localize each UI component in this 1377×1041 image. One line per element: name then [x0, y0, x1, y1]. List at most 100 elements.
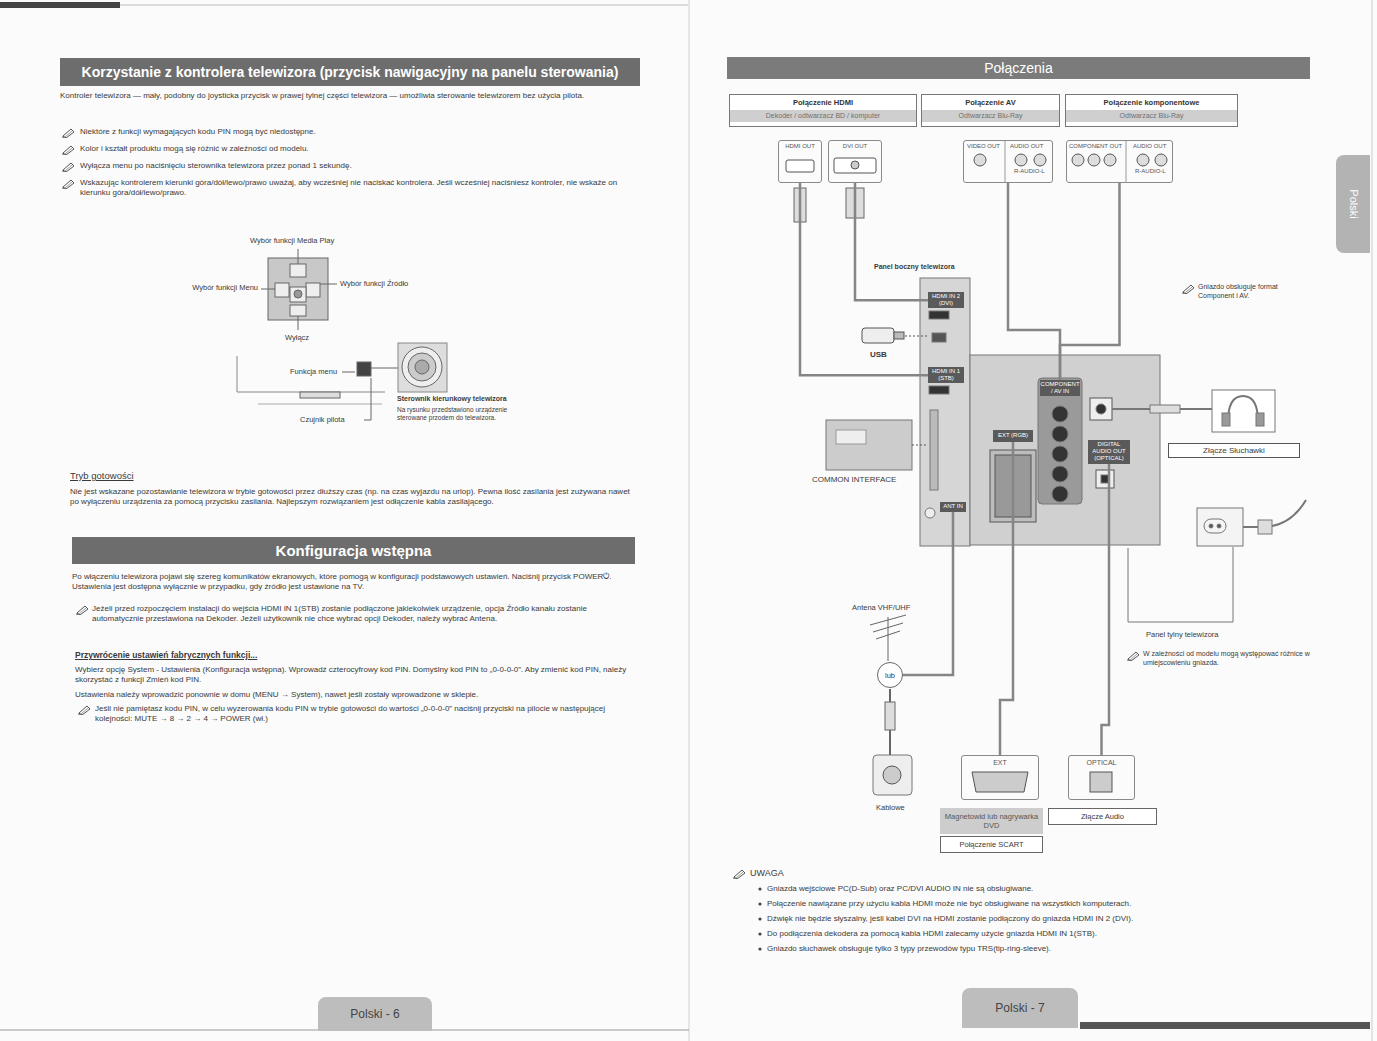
device-port: OPTICAL	[1068, 755, 1135, 800]
device-port: VIDEO OUTAUDIO OUTR-AUDIO-L	[963, 140, 1053, 183]
part-label: USB	[870, 350, 900, 360]
node-text: HDMI OUT	[779, 141, 821, 152]
controller-illustration	[342, 372, 355, 373]
node-text: Magnetowid lub nagrywarka DVD	[943, 812, 1040, 830]
page-edge	[0, 2, 120, 8]
callout-label: Wybór funkcji Media Play	[250, 236, 360, 245]
device-connectors	[1088, 154, 1100, 166]
part-label: COMMON INTERFACE	[812, 475, 912, 485]
controller-illustration	[298, 249, 299, 264]
node-text: R-AUDIO-L	[1135, 168, 1166, 175]
device-connectors	[974, 154, 986, 166]
headphones	[1228, 396, 1258, 422]
tv-port-label: COMPONENT / AV IN	[1040, 380, 1080, 396]
note-icon	[63, 129, 74, 138]
subheading: Tryb gotowości	[70, 470, 190, 482]
power-socket	[1209, 524, 1213, 528]
controller-illustration	[364, 378, 371, 420]
device-connectors	[1090, 772, 1112, 792]
tv-port-label: DIGITAL AUDIO OUT (OPTICAL)	[1088, 440, 1130, 464]
note-text: Gniazdo obsługuje format Component i AV.	[1198, 283, 1298, 301]
headphones	[1150, 405, 1180, 413]
callout-label: Wyłącz	[285, 333, 325, 342]
usb-and-ci-card	[862, 328, 894, 343]
note-heading: UWAGA	[750, 868, 810, 879]
cable	[1008, 183, 1060, 380]
note-text: Wskazując kontrolerem kierunki góra/dół/…	[80, 178, 635, 198]
device-caption: Magnetowid lub nagrywarka DVD	[940, 808, 1043, 834]
part-label: Panel tylny telewizora	[1146, 630, 1256, 639]
cable	[903, 512, 953, 675]
body-text: Nie jest wskazane pozostawianie telewizo…	[70, 487, 635, 507]
caption-box: Złącze Słuchawki	[1168, 443, 1300, 458]
headphones	[1212, 390, 1275, 432]
note-icon	[63, 129, 1194, 879]
tv-panel	[929, 311, 949, 319]
node-text: Korzystanie z kontrolera telewizora (prz…	[82, 64, 619, 81]
node-text: Polski - 7	[995, 1001, 1044, 1015]
tv-panel	[1090, 398, 1112, 420]
node-text: lub	[885, 671, 895, 680]
device-connectors	[1015, 154, 1027, 166]
note-icon	[1183, 285, 1194, 294]
connection-header: Połączenie komponentoweOdtwarzacz Blu-Ra…	[1065, 94, 1238, 127]
note-icon	[77, 606, 88, 615]
usb-and-ci-card	[894, 332, 904, 339]
device-connectors	[786, 160, 814, 172]
power-socket	[1243, 500, 1306, 527]
node-text: Złącze Słuchawki	[1203, 446, 1265, 456]
controller-illustration	[268, 258, 328, 320]
bullet-dot	[758, 887, 761, 890]
power-socket	[1128, 500, 1306, 622]
note-text: Wyłącza menu po naciśnięciu sterownika t…	[80, 161, 635, 171]
page-edge	[1372, 0, 1373, 1041]
bullet-dot	[758, 902, 761, 905]
note-text: Jeżeli przed rozpoczęciem instalacji do …	[92, 604, 637, 624]
tv-port-label: HDMI IN 2 (DVI)	[928, 292, 964, 308]
cable	[800, 183, 928, 375]
page-edge	[689, 0, 690, 1041]
device-caption: Złącze Audio	[1048, 808, 1157, 825]
usb-and-ci-card	[905, 336, 928, 337]
controller-illustration	[402, 347, 442, 387]
controller-illustration	[300, 392, 340, 398]
antenna	[885, 702, 895, 730]
node-text: Połączenie HDMI	[730, 95, 916, 110]
node-text: Polski	[1346, 189, 1359, 218]
antenna	[888, 617, 889, 661]
node-text: AUDIO OUT	[1133, 143, 1166, 150]
language-tab: Polski	[1336, 155, 1370, 253]
device-port: COMPONENT OUT AUDIO OUT R-AUDIO-L	[1066, 140, 1173, 183]
tv-port-label: ANT IN	[940, 502, 966, 512]
node-text: Połączenia	[984, 60, 1053, 77]
controller-illustration	[306, 283, 320, 297]
note-item: Gniazdo słuchawek obsługuje tylko 3 typy…	[767, 944, 1327, 954]
part-label: Kablowe	[876, 803, 921, 812]
callout-label: Czujnik pilota	[300, 415, 362, 424]
tv-panel	[920, 278, 1160, 546]
antenna	[883, 766, 901, 784]
bullet-dot	[758, 887, 761, 950]
tv-panel	[1038, 378, 1082, 504]
device-connectors	[834, 158, 876, 173]
controller-illustration	[258, 404, 382, 405]
tv-panel	[930, 410, 938, 490]
section-band: Połączenia	[727, 57, 1310, 79]
part-label: Panel boczny telewizora	[874, 263, 974, 272]
device-connectors	[1072, 154, 1084, 166]
controller-illustration	[290, 264, 306, 277]
headphones	[1256, 413, 1264, 426]
note-icon	[79, 706, 90, 715]
headphones	[1222, 413, 1230, 426]
tv-panel	[1052, 426, 1068, 442]
part-label: Antena VHF/UHF	[852, 603, 922, 612]
tv-panel	[1052, 486, 1068, 502]
antenna	[873, 755, 912, 795]
device-connectors	[1005, 141, 1006, 182]
controller-illustration	[290, 305, 306, 316]
node-text: COMPONENT OUT	[1069, 143, 1122, 150]
body-text: Wybierz opcję System - Ustawienia (Konfi…	[75, 665, 640, 685]
device-port: DVI OUT	[828, 140, 882, 183]
note-item: Gniazda wejściowe PC(D-Sub) oraz PC/DVI …	[767, 884, 1327, 894]
tv-panel	[1052, 406, 1068, 422]
